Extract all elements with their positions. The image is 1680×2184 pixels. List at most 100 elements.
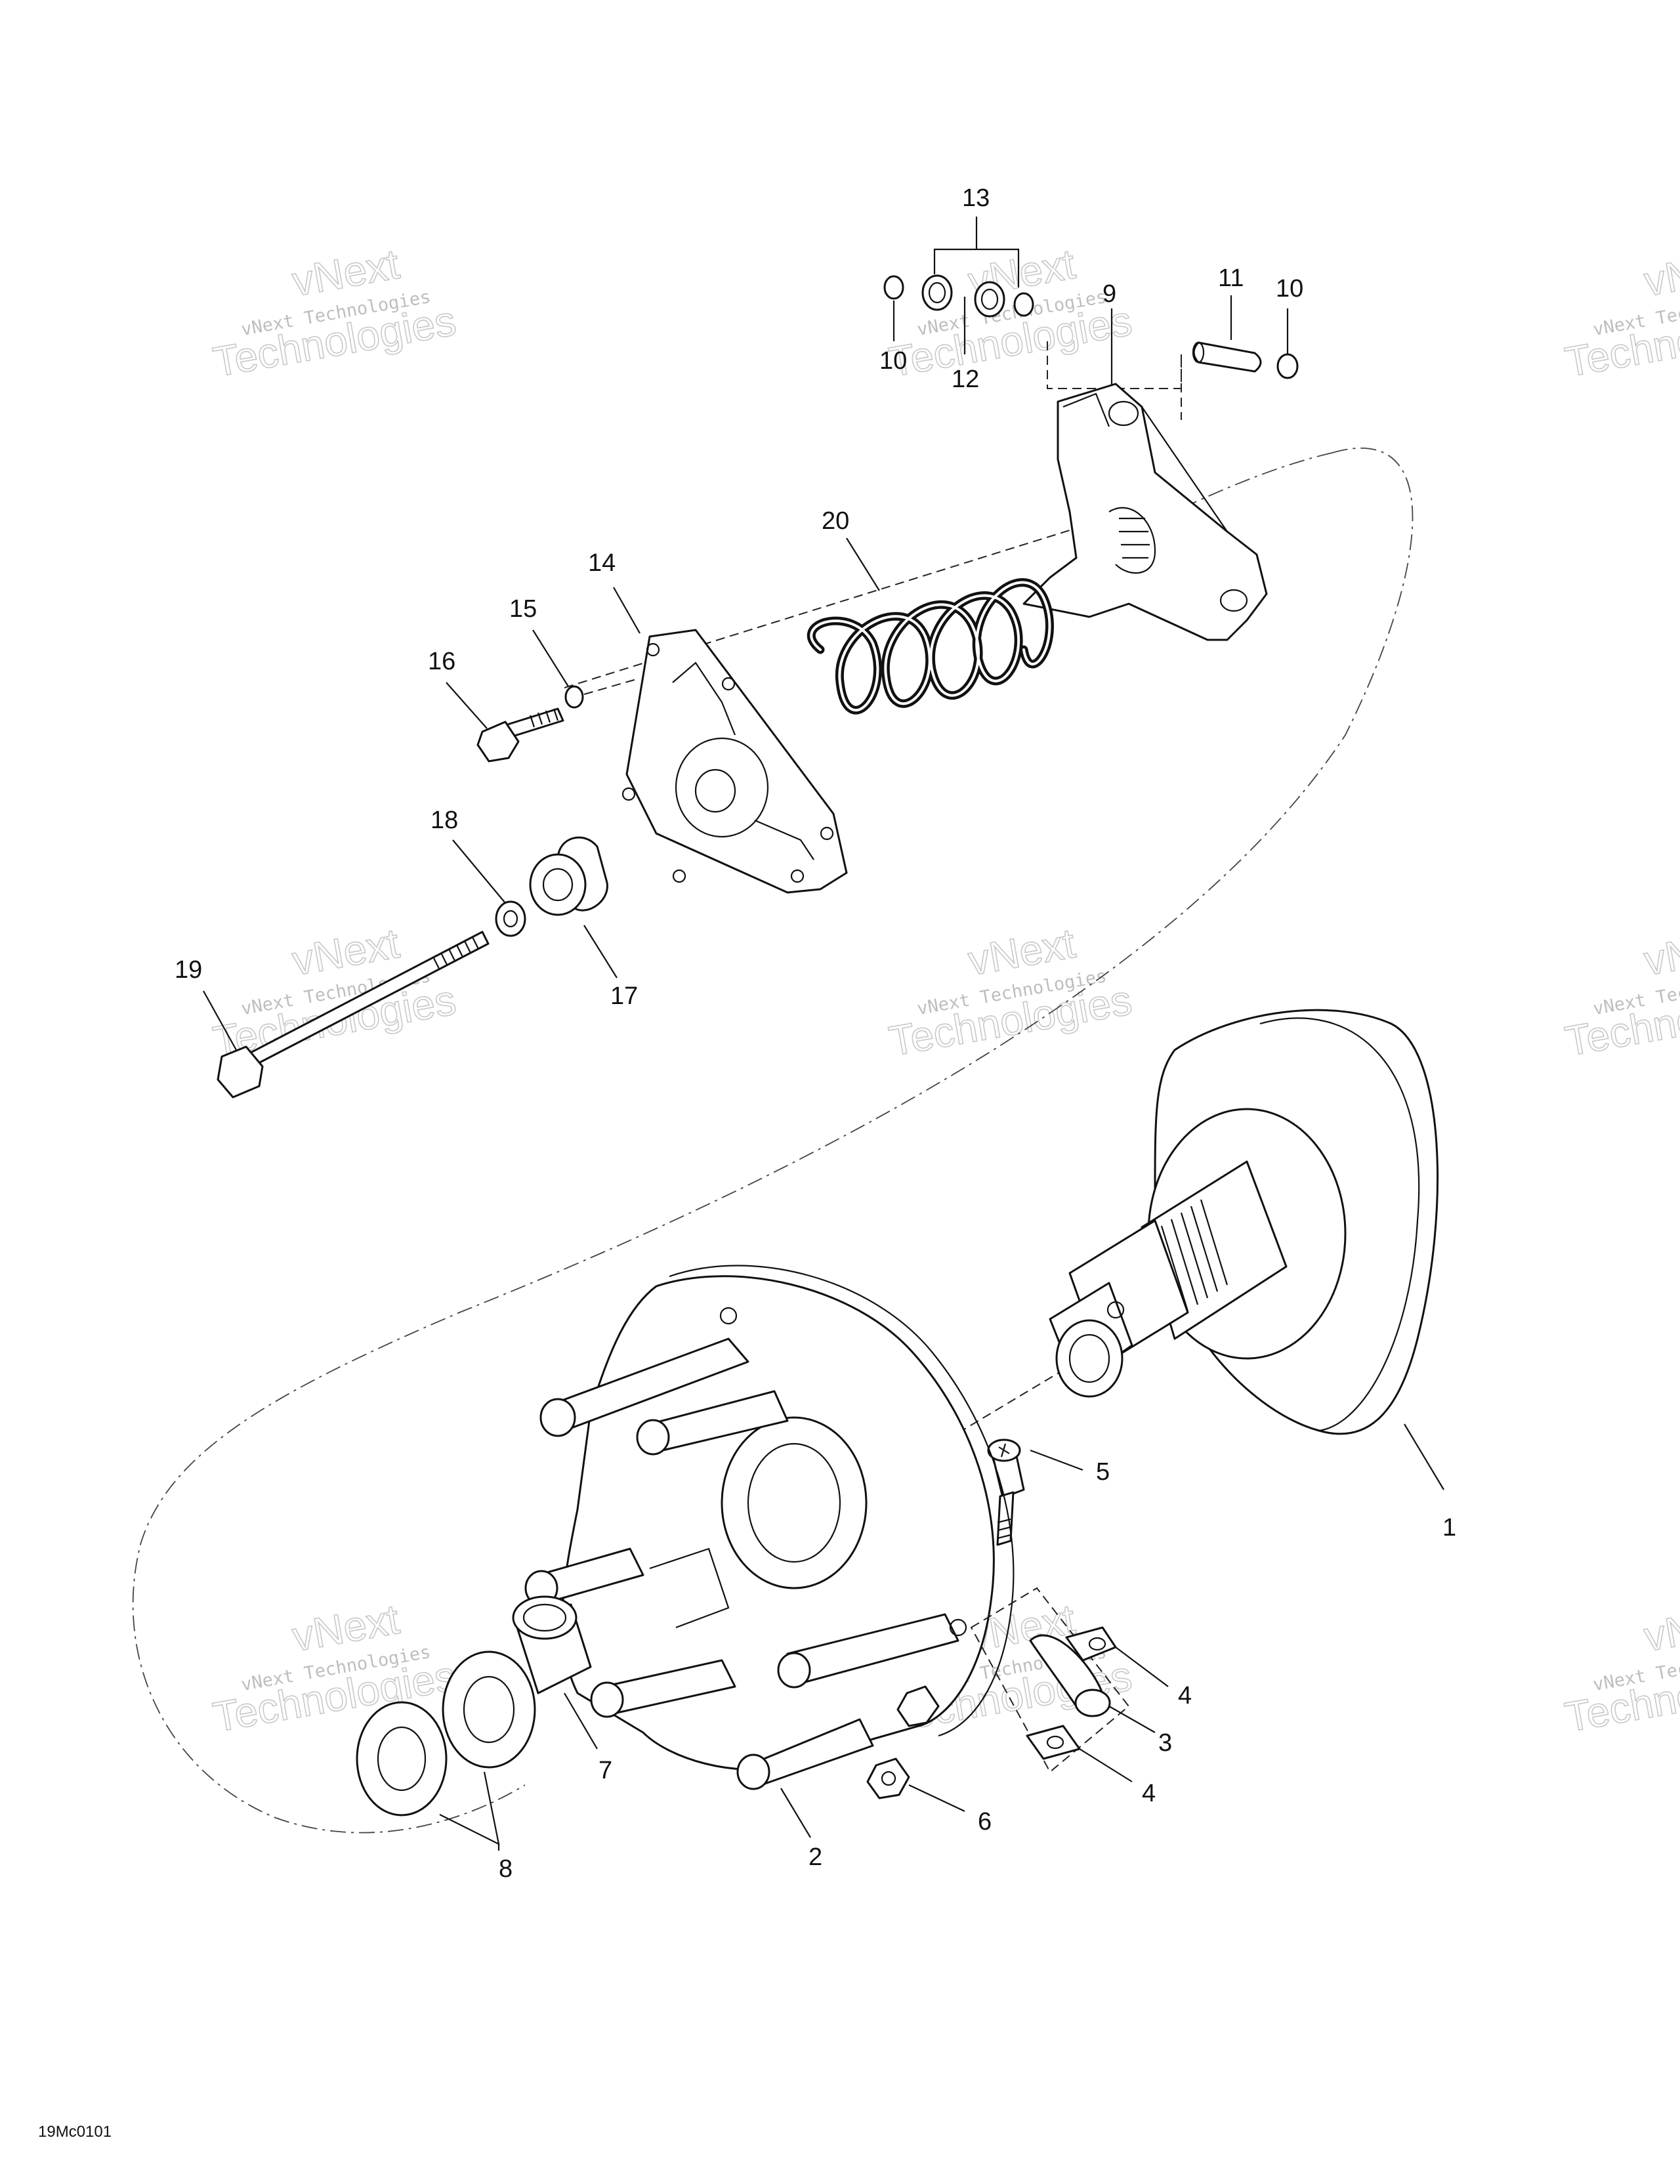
spider-cam-9-slot xyxy=(1062,392,1110,427)
bushing-17-face xyxy=(529,853,587,916)
watermark-mid-right: vNext vNext Technologies Technologies xyxy=(1561,919,1680,1066)
movable-sheave-2-hub xyxy=(721,1416,868,1589)
callout-3: 3 xyxy=(1158,1729,1172,1757)
watermark-low-right: vNext vNext Technologies Technologies xyxy=(1561,1595,1680,1742)
watermark-top-right: vNext vNext Technologies Technologies xyxy=(1561,240,1680,387)
movable-sheave-2-tube-6 xyxy=(736,1754,770,1790)
fixed-sheave-1-thread-lines xyxy=(1160,1199,1228,1312)
callout-11: 11 xyxy=(1218,264,1244,292)
spider-cam-9-hole-bottom xyxy=(1219,589,1248,612)
bolt-19-group xyxy=(203,836,618,1099)
callout-16: 16 xyxy=(428,648,455,675)
movable-sheave-2-tube-5 xyxy=(590,1681,624,1718)
washer-4-upper-hole xyxy=(1088,1637,1106,1651)
callout-6: 6 xyxy=(978,1808,992,1836)
leader-19 xyxy=(203,990,237,1051)
retaining-ring-13-right xyxy=(1013,292,1034,317)
washer-8-a-hole xyxy=(463,1675,515,1744)
callout-1: 1 xyxy=(1442,1514,1456,1542)
lock-washer-18 xyxy=(495,900,526,937)
cover-plate-14-rib-top xyxy=(672,662,736,736)
bushing-12-b-hole xyxy=(980,288,999,310)
washers-8 xyxy=(356,1650,536,1851)
spider-cam-9-thread xyxy=(1108,507,1156,574)
callout-2: 2 xyxy=(808,1843,822,1871)
pin-11-guide xyxy=(1047,341,1182,389)
movable-sheave-2-hole-1 xyxy=(719,1307,738,1325)
leader-14 xyxy=(613,587,640,634)
screw-16-shank xyxy=(504,707,564,738)
screw-16-axis xyxy=(583,679,637,695)
callout-15: 15 xyxy=(509,595,537,623)
movable-sheave-2-hole-2 xyxy=(949,1618,967,1637)
screw-5 xyxy=(987,1438,1083,1546)
screw-5-shank xyxy=(996,1491,1015,1546)
leader-16 xyxy=(446,682,488,729)
leader-2 xyxy=(780,1788,811,1838)
retaining-ring-10-left xyxy=(883,275,904,300)
leader-8 xyxy=(439,1771,500,1851)
assembly-axis xyxy=(564,511,1129,688)
callout-17: 17 xyxy=(610,982,638,1010)
lock-washer-15 xyxy=(564,685,584,709)
drive-belt-outline xyxy=(132,448,1414,1834)
cover-plate-14-hole-6 xyxy=(820,826,834,841)
callout-10b: 10 xyxy=(1276,275,1303,303)
screw-16-head xyxy=(476,721,520,763)
leader-17 xyxy=(583,925,618,978)
leader-18 xyxy=(452,839,506,904)
movable-sheave-2-tube-2 xyxy=(636,1419,670,1456)
leader-20 xyxy=(846,537,880,591)
cover-plate-14 xyxy=(613,587,848,894)
leader-15 xyxy=(532,629,569,687)
movable-sheave-2-tube-4 xyxy=(777,1652,811,1689)
leader-3 xyxy=(1108,1706,1156,1733)
spring-20 xyxy=(807,537,1054,715)
washer-8-a xyxy=(442,1650,536,1769)
bushing-12-a-hole xyxy=(928,282,946,304)
pin-11-end xyxy=(1192,341,1205,364)
leader-4b xyxy=(1079,1748,1133,1782)
nut-6-upper xyxy=(896,1685,940,1727)
bushing-7-top-inner xyxy=(522,1603,567,1632)
washer-4-lower-hole xyxy=(1046,1735,1064,1750)
cover-plate-14-hole-3 xyxy=(621,787,636,801)
cover-plate-14-hole-5 xyxy=(790,869,805,883)
fixed-sheave-1-cross-hole xyxy=(1106,1301,1125,1319)
movable-sheave-2-bore xyxy=(747,1442,841,1563)
bushing-12-a xyxy=(921,274,953,311)
callout-13: 13 xyxy=(962,184,990,212)
spider-cam-9 xyxy=(1022,308,1268,641)
movable-sheave-2-web xyxy=(649,1547,730,1629)
cover-plate-14-hub-inner xyxy=(694,768,736,813)
bushing-17-hole xyxy=(542,868,574,902)
figure-code: 19Mc0101 xyxy=(38,2123,112,2141)
screw-16-group xyxy=(446,629,637,763)
nut-6-hole xyxy=(881,1771,896,1786)
svg-text:vNext: vNext xyxy=(1641,1595,1680,1660)
leader-6 xyxy=(908,1784,965,1812)
cover-plate-14-rib-bottom xyxy=(754,819,814,860)
spider-cam-9-hole-top xyxy=(1108,400,1139,427)
retaining-ring-10-right xyxy=(1276,353,1299,379)
callout-labels: 1 2 3 4 4 5 6 7 8 9 10 10 11 12 13 14 15… xyxy=(175,184,1456,1883)
fixed-sheave-1-bore-inner xyxy=(1068,1334,1110,1383)
lock-washer-18-hole xyxy=(503,910,518,928)
callout-8: 8 xyxy=(499,1855,513,1883)
leader-5 xyxy=(1030,1449,1083,1471)
movable-sheave-2 xyxy=(524,1265,1015,1838)
pin-assembly-13 xyxy=(883,217,1034,354)
movable-sheave-2-rim xyxy=(669,1265,1015,1737)
watermark-top-center: vNext vNext Technologies Technologies xyxy=(885,240,1136,387)
nut-6 xyxy=(866,1757,910,1799)
callout-9: 9 xyxy=(1102,280,1116,308)
spider-cam-9-edge xyxy=(1141,406,1228,532)
fixed-sheave-1 xyxy=(1049,1009,1444,1490)
leader-1 xyxy=(1404,1423,1444,1490)
callout-18: 18 xyxy=(430,807,458,834)
screw-5-hex-socket xyxy=(998,1443,1010,1458)
bushing-7 xyxy=(512,1595,598,1750)
svg-text:vNext: vNext xyxy=(1641,919,1680,984)
washer-8-b-hole xyxy=(377,1726,427,1792)
fixed-sheave-1-bore xyxy=(1055,1319,1124,1398)
